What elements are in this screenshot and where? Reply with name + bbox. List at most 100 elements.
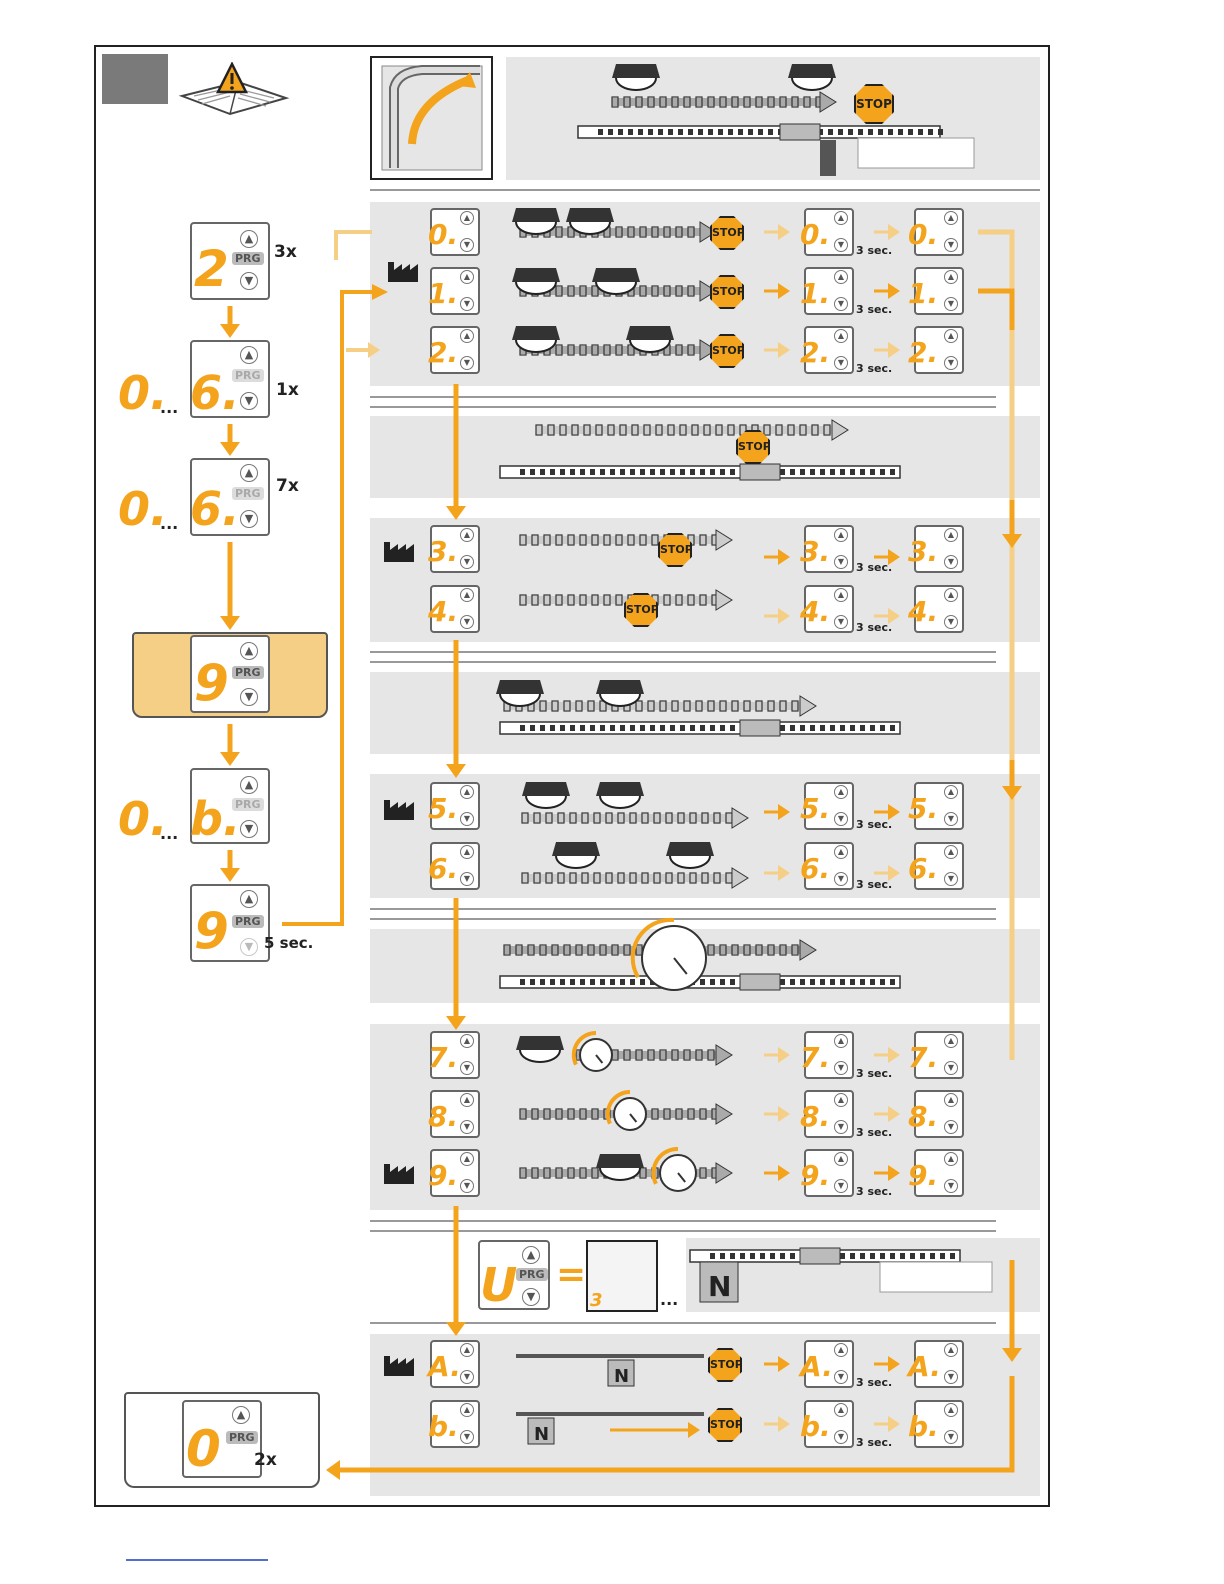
down-button[interactable]: ▼ bbox=[460, 356, 474, 370]
down-button[interactable]: ▼ bbox=[834, 356, 848, 370]
down-button[interactable]: ▼ bbox=[460, 1179, 474, 1193]
door-header bbox=[857, 137, 975, 169]
down-button[interactable]: ▼ bbox=[460, 555, 474, 569]
down-button[interactable]: ▼ bbox=[460, 1061, 474, 1075]
down-button[interactable]: ▼ bbox=[240, 820, 258, 838]
down-button[interactable]: ▼ bbox=[944, 872, 958, 886]
up-button[interactable]: ▲ bbox=[944, 845, 958, 859]
up-button[interactable]: ▲ bbox=[460, 845, 474, 859]
down-button[interactable]: ▼ bbox=[834, 872, 848, 886]
up-button[interactable]: ▲ bbox=[944, 329, 958, 343]
up-button[interactable]: ▲ bbox=[460, 329, 474, 343]
up-button[interactable]: ▲ bbox=[834, 528, 848, 542]
up-button[interactable]: ▲ bbox=[460, 528, 474, 542]
down-button[interactable]: ▼ bbox=[834, 1370, 848, 1384]
up-button[interactable]: ▲ bbox=[834, 1403, 848, 1417]
down-button[interactable]: ▼ bbox=[834, 615, 848, 629]
up-button[interactable]: ▲ bbox=[944, 1403, 958, 1417]
up-button[interactable]: ▲ bbox=[834, 845, 848, 859]
up-button[interactable]: ▲ bbox=[834, 1093, 848, 1107]
up-button[interactable]: ▲ bbox=[834, 785, 848, 799]
up-button[interactable]: ▲ bbox=[240, 346, 258, 364]
down-button[interactable]: ▼ bbox=[240, 392, 258, 410]
up-button[interactable]: ▲ bbox=[460, 588, 474, 602]
down-button[interactable]: ▼ bbox=[522, 1288, 540, 1306]
up-button[interactable]: ▲ bbox=[834, 588, 848, 602]
down-button[interactable]: ▼ bbox=[834, 1061, 848, 1075]
up-button[interactable]: ▲ bbox=[240, 642, 258, 660]
prg-button[interactable]: PRG bbox=[226, 1431, 258, 1444]
down-button[interactable]: ▼ bbox=[460, 615, 474, 629]
up-button[interactable]: ▲ bbox=[460, 1093, 474, 1107]
up-button[interactable]: ▲ bbox=[460, 211, 474, 225]
up-button[interactable]: ▲ bbox=[944, 1152, 958, 1166]
down-button[interactable]: ▼ bbox=[944, 1179, 958, 1193]
down-button[interactable]: ▼ bbox=[460, 1120, 474, 1134]
down-button[interactable]: ▼ bbox=[944, 1370, 958, 1384]
down-button[interactable]: ▼ bbox=[460, 812, 474, 826]
down-button[interactable]: ▼ bbox=[834, 1430, 848, 1444]
down-button[interactable]: ▼ bbox=[944, 356, 958, 370]
up-button[interactable]: ▲ bbox=[834, 1034, 848, 1048]
down-button[interactable]: ▼ bbox=[240, 510, 258, 528]
down-button[interactable]: ▼ bbox=[834, 812, 848, 826]
hold-duration-label: 3 sec. bbox=[856, 561, 893, 574]
up-button[interactable]: ▲ bbox=[240, 890, 258, 908]
up-button[interactable]: ▲ bbox=[460, 1034, 474, 1048]
up-button[interactable]: ▲ bbox=[944, 211, 958, 225]
up-button[interactable]: ▲ bbox=[232, 1406, 250, 1424]
up-button[interactable]: ▲ bbox=[944, 785, 958, 799]
down-button[interactable]: ▼ bbox=[944, 1120, 958, 1134]
up-button[interactable]: ▲ bbox=[460, 1343, 474, 1357]
down-button[interactable]: ▼ bbox=[944, 1061, 958, 1075]
up-button[interactable]: ▲ bbox=[834, 211, 848, 225]
chain-link bbox=[581, 812, 589, 824]
down-button[interactable]: ▼ bbox=[460, 297, 474, 311]
prg-button[interactable]: PRG bbox=[232, 252, 264, 265]
down-button[interactable]: ▼ bbox=[944, 1430, 958, 1444]
up-button[interactable]: ▲ bbox=[460, 785, 474, 799]
up-button[interactable]: ▲ bbox=[834, 329, 848, 343]
up-button[interactable]: ▲ bbox=[944, 1093, 958, 1107]
up-button[interactable]: ▲ bbox=[944, 528, 958, 542]
prg-button[interactable]: PRG bbox=[232, 915, 264, 928]
down-button[interactable]: ▼ bbox=[834, 238, 848, 252]
down-button[interactable]: ▼ bbox=[240, 938, 258, 956]
down-button[interactable]: ▼ bbox=[834, 1179, 848, 1193]
down-button[interactable]: ▼ bbox=[944, 555, 958, 569]
down-button[interactable]: ▼ bbox=[460, 1370, 474, 1384]
prg-button[interactable]: PRG bbox=[516, 1268, 548, 1281]
up-button[interactable]: ▲ bbox=[944, 1343, 958, 1357]
up-button[interactable]: ▲ bbox=[460, 270, 474, 284]
up-button[interactable]: ▲ bbox=[944, 270, 958, 284]
up-button[interactable]: ▲ bbox=[240, 464, 258, 482]
up-button[interactable]: ▲ bbox=[944, 1034, 958, 1048]
prg-button[interactable]: PRG bbox=[232, 487, 264, 500]
up-button[interactable]: ▲ bbox=[522, 1246, 540, 1264]
up-button[interactable]: ▲ bbox=[460, 1152, 474, 1166]
down-button[interactable]: ▼ bbox=[460, 1430, 474, 1444]
up-button[interactable]: ▲ bbox=[834, 270, 848, 284]
down-button[interactable]: ▼ bbox=[460, 238, 474, 252]
up-button[interactable]: ▲ bbox=[834, 1152, 848, 1166]
down-button[interactable]: ▼ bbox=[834, 555, 848, 569]
down-button[interactable]: ▼ bbox=[240, 272, 258, 290]
down-button[interactable]: ▼ bbox=[944, 238, 958, 252]
down-button[interactable]: ▼ bbox=[240, 688, 258, 706]
flow-arrowhead bbox=[220, 868, 240, 882]
up-button[interactable]: ▲ bbox=[460, 1403, 474, 1417]
down-button[interactable]: ▼ bbox=[834, 1120, 848, 1134]
prg-button[interactable]: PRG bbox=[232, 798, 264, 811]
hare-icon-band bbox=[512, 268, 560, 282]
down-button[interactable]: ▼ bbox=[944, 812, 958, 826]
up-button[interactable]: ▲ bbox=[944, 588, 958, 602]
up-button[interactable]: ▲ bbox=[834, 1343, 848, 1357]
prg-button[interactable]: PRG bbox=[232, 369, 264, 382]
down-button[interactable]: ▼ bbox=[944, 615, 958, 629]
down-button[interactable]: ▼ bbox=[460, 872, 474, 886]
prg-button[interactable]: PRG bbox=[232, 666, 264, 679]
up-button[interactable]: ▲ bbox=[240, 776, 258, 794]
down-button[interactable]: ▼ bbox=[834, 297, 848, 311]
down-button[interactable]: ▼ bbox=[944, 297, 958, 311]
up-button[interactable]: ▲ bbox=[240, 230, 258, 248]
